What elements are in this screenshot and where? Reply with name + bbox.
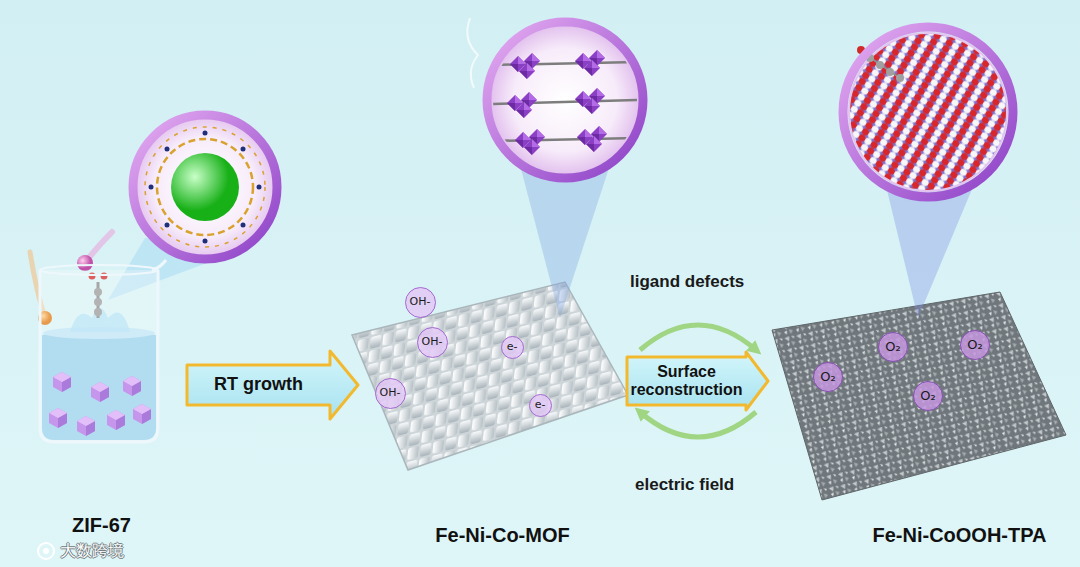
process-note: ligand defects [630, 272, 744, 292]
species-label: O₂ [967, 338, 982, 352]
species-text-group: OH- [422, 336, 443, 348]
species-bubble: O₂ [878, 332, 908, 362]
stage-figure: Fe-Ni-Co-MOF OH- OH- OH-e-e- [360, 270, 625, 555]
species-text-group: O₂ [920, 389, 935, 403]
arrow-label: RT growth [204, 375, 314, 395]
stage-figure: Fe-Ni-CoOOH-TPA O₂ O₂ O₂ O₂ [770, 270, 1065, 555]
species-label: O₂ [920, 389, 935, 403]
species-text-group: O₂ [820, 370, 835, 384]
species-label: OH- [410, 296, 431, 308]
process-note: electric field [635, 475, 734, 495]
stage-figure: ZIF-67 [18, 240, 185, 545]
species-label: e- [535, 399, 546, 411]
species-bubble: OH- [417, 327, 448, 358]
species-bubble: O₂ [913, 381, 943, 411]
species-bubble: OH- [405, 287, 436, 318]
species-bubble: O₂ [960, 330, 990, 360]
species-text-group: e- [507, 341, 518, 353]
arrow-label: Surface reconstruction [623, 363, 751, 398]
species-text-group: O₂ [967, 338, 982, 352]
species-bubble: OH- [375, 378, 406, 409]
species-label: OH- [380, 387, 401, 399]
species-bubble: e- [501, 336, 524, 359]
species-text-group: OH- [410, 296, 431, 308]
stage-name: Fe-Ni-CoOOH-TPA [872, 524, 1046, 547]
species-text-group: e- [535, 399, 546, 411]
species-label: O₂ [885, 340, 900, 354]
stage-name: Fe-Ni-Co-MOF [435, 524, 569, 547]
species-bubble: e- [529, 394, 552, 417]
species-label: e- [507, 341, 518, 353]
species-text-group: OH- [380, 387, 401, 399]
species-label: O₂ [820, 370, 835, 384]
stage-name: ZIF-67 [72, 514, 131, 537]
watermark: 大数跨境 [60, 541, 124, 562]
species-text-group: O₂ [885, 340, 900, 354]
species-bubble: O₂ [813, 362, 843, 392]
process-arrow [187, 351, 358, 419]
species-label: OH- [422, 336, 443, 348]
